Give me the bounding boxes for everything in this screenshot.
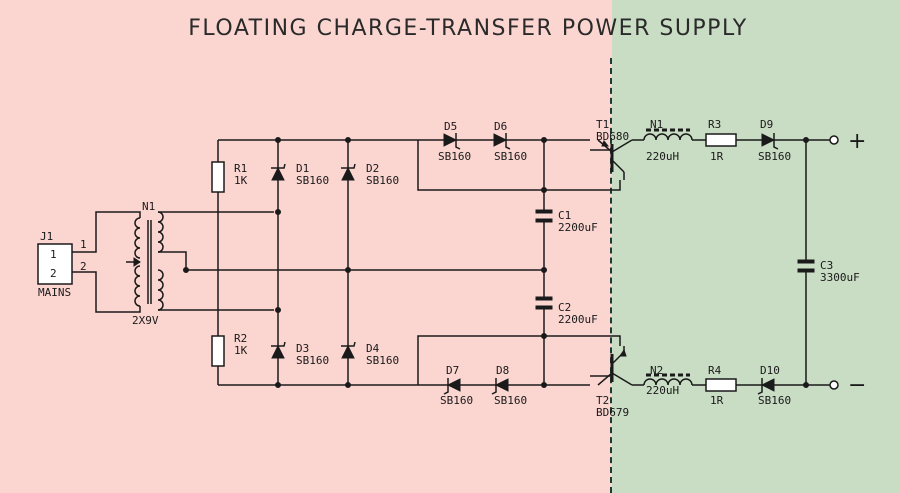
resistor-r1	[211, 161, 225, 193]
wire-label-pin2: 2	[80, 260, 87, 273]
minus-sign: −	[848, 373, 866, 398]
j1-ref: J1	[40, 230, 53, 243]
resistor-r3	[705, 133, 737, 147]
l1-ref: N1	[650, 118, 663, 131]
resistor-r4	[705, 378, 737, 392]
c2-value: 2200uF	[558, 313, 598, 326]
diode-d9	[761, 133, 779, 150]
diode-d7	[443, 378, 461, 395]
d3-value: SB160	[296, 354, 329, 367]
t1-ref: T1	[596, 118, 609, 131]
d6-value: SB160	[494, 150, 527, 163]
capacitor-c2	[535, 296, 553, 310]
diode-d8	[491, 378, 509, 395]
panel-divider	[610, 58, 612, 493]
d8-ref: D8	[496, 364, 509, 377]
d5-value: SB160	[438, 150, 471, 163]
resistor-r2	[211, 335, 225, 367]
n1-value: 2X9V	[132, 314, 159, 327]
d4-value: SB160	[366, 354, 399, 367]
d7-ref: D7	[446, 364, 459, 377]
d1-ref: D1	[296, 162, 309, 175]
d8-value: SB160	[494, 394, 527, 407]
j1-pin2: 2	[50, 267, 57, 280]
diode-d3	[271, 341, 286, 359]
d6-ref: D6	[494, 120, 507, 133]
transistor-t1	[590, 139, 633, 180]
d2-value: SB160	[366, 174, 399, 187]
j1-pin1: 1	[50, 248, 57, 261]
d9-value: SB160	[758, 150, 791, 163]
t2-ref: T2	[596, 394, 609, 407]
d5-ref: D5	[444, 120, 457, 133]
inductor-n2	[643, 373, 693, 386]
left-panel	[0, 0, 612, 493]
r4-ref: R4	[708, 364, 722, 377]
capacitor-c1	[535, 209, 553, 223]
r4-value: 1R	[710, 394, 724, 407]
d10-ref: D10	[760, 364, 780, 377]
l2-value: 220uH	[646, 384, 679, 397]
transformer-n1: N1 2X9V	[132, 200, 164, 327]
d2-ref: D2	[366, 162, 379, 175]
r2-ref: R2	[234, 332, 247, 345]
c1-ref: C1	[558, 209, 571, 222]
c3-ref: C3	[820, 259, 833, 272]
r1-ref: R1	[234, 162, 247, 175]
wire-label-pin1: 1	[80, 238, 87, 251]
diode-d1	[271, 163, 286, 181]
diode-d4	[341, 341, 356, 359]
t1-value: BD680	[596, 130, 629, 143]
r2-value: 1K	[234, 344, 248, 357]
d7-value: SB160	[440, 394, 473, 407]
d10-value: SB160	[758, 394, 791, 407]
l1-value: 220uH	[646, 150, 679, 163]
diode-d2	[341, 163, 356, 181]
d4-ref: D4	[366, 342, 380, 355]
schematic-title: FLOATING CHARGE-TRANSFER POWER SUPPLY	[188, 16, 748, 41]
t2-value: BD679	[596, 406, 629, 419]
terminal-minus	[829, 380, 839, 390]
c1-value: 2200uF	[558, 221, 598, 234]
c3-value: 3300uF	[820, 271, 860, 284]
plus-sign: +	[848, 129, 866, 154]
d9-ref: D9	[760, 118, 773, 131]
diode-d5	[443, 133, 461, 150]
connector-j1: J1 1 2 MAINS	[37, 230, 73, 299]
c2-ref: C2	[558, 301, 571, 314]
d3-ref: D3	[296, 342, 309, 355]
r3-value: 1R	[710, 150, 724, 163]
terminal-plus	[829, 135, 839, 145]
d1-value: SB160	[296, 174, 329, 187]
diode-d6	[493, 133, 511, 150]
l2-ref: N2	[650, 364, 663, 377]
capacitor-c3	[797, 259, 815, 273]
diode-d10	[757, 378, 775, 395]
inductor-n1	[643, 128, 693, 141]
j1-label: MAINS	[38, 286, 71, 299]
n1-ref: N1	[142, 200, 155, 213]
right-panel	[612, 0, 900, 493]
r1-value: 1K	[234, 174, 248, 187]
r3-ref: R3	[708, 118, 721, 131]
transistor-t2	[590, 346, 633, 386]
